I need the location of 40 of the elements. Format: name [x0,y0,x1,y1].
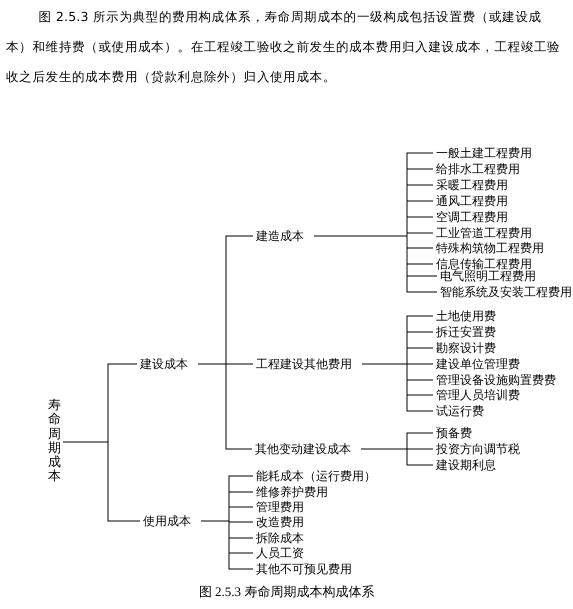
tree-label: 维修养护费用 [256,485,328,499]
tree-label: 预备费 [436,426,472,440]
tree-label: 管理设备设施购置费费 [436,373,556,387]
tree-label: 其他不可预见费用 [256,562,352,576]
tree-label: 给排水工程费用 [436,162,520,176]
tree-label: 拆除成本 [256,531,304,545]
tree-label: 工业管道工程费用 [436,226,532,240]
tree-label: 建造成本 [256,229,304,243]
connector-line [360,448,434,466]
tree-label: 试运行费 [436,404,484,418]
tree-label: 使用成本 [143,514,191,528]
tree-label: 特殊构筑物工程费用 [436,241,544,255]
tree-label: 空调工程费用 [436,210,508,224]
tree-label: 土地使用费 [436,309,496,323]
tree-label: 能耗成本（运行费用） [256,469,376,483]
tree-label: 投资方向调节税 [436,442,520,456]
connector-line [200,520,254,570]
tree-label: 一般土建工程费用 [436,146,532,160]
tree-label: 勘察设计费 [436,341,496,355]
tree-label: 建设单位管理费 [436,357,520,371]
tree-label: 建设期利息 [436,458,496,472]
paragraph-text: 图 2.5.3 所示为典型的费用构成体系，寿命周期成本的一级构成包括设置费（或建设成本）和维持费（或使用成本）。在工程竣工验收之前发生的成本费用归入建设成本，工程竣工验收之后发生的成本费用（贷款利息除外）归入使用成本。 [6,8,562,86]
tree-label: 智能系统及安装工程费用 [440,285,572,299]
tree-label: 采暖工程费用 [436,178,508,192]
connector-line [62,442,140,522]
connector-line [314,236,438,292]
tree-label: 通风工程费用 [436,194,508,208]
figure-caption: 图 2.5.3 寿命周期成本构成体系 [198,583,376,601]
root-label: 寿命周期成本 [48,399,61,485]
tree-label: 人员工资 [256,546,304,560]
tree-label: 管理费用 [256,500,304,514]
tree-label: 电气照明工程费用 [440,269,536,283]
tree-label: 其他变动建设成本 [255,442,351,456]
tree-label: 建设成本 [140,357,188,371]
tree-label: 工程建设其他费用 [256,357,352,371]
connector-line [362,364,434,412]
tree-label: 管理人员培训费 [436,388,520,402]
tree-label: 信息传输工程费用 [436,257,532,271]
tree-label: 拆迁安置费 [436,325,496,339]
tree-label: 改造费用 [256,515,304,529]
